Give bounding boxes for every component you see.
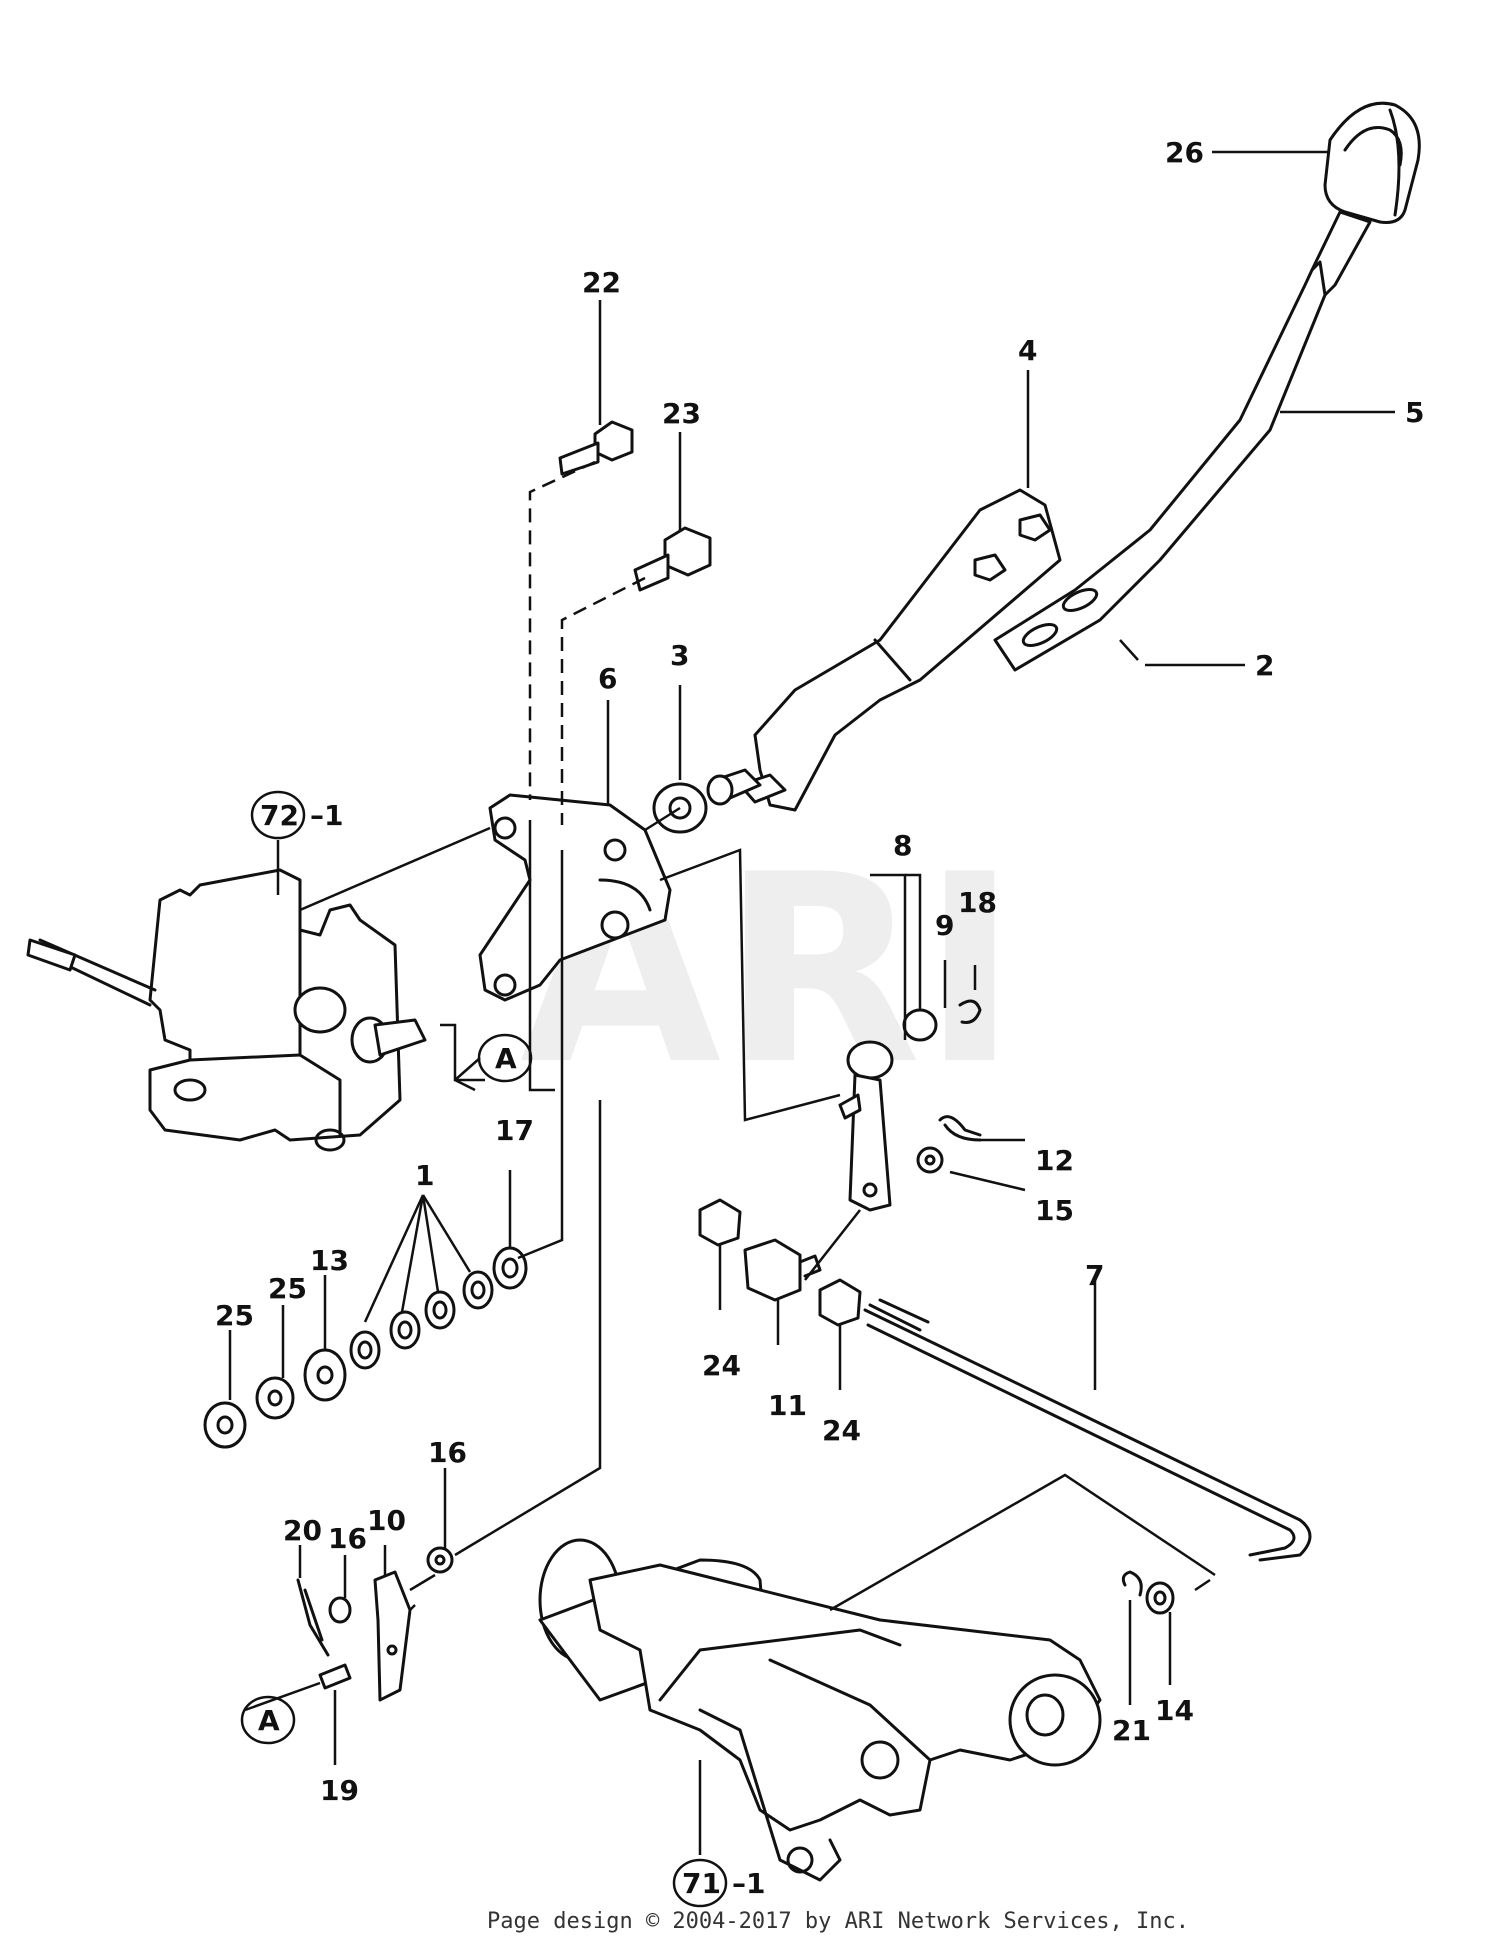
callout-2: 2 <box>1255 649 1274 682</box>
callout-13: 13 <box>310 1244 349 1277</box>
callout-25-left: 25 <box>215 1299 254 1332</box>
callout-26: 26 <box>1165 136 1204 169</box>
hairpin-12-part <box>938 1115 982 1142</box>
bolt-23-part <box>633 526 712 592</box>
callout-23: 23 <box>662 397 701 430</box>
callout-8: 8 <box>893 829 912 862</box>
callout-15: 15 <box>1035 1194 1074 1227</box>
pedal-pad-part <box>1323 101 1421 224</box>
callout-16-lower: 16 <box>328 1522 367 1555</box>
callout-14: 14 <box>1155 1694 1194 1727</box>
callout-12: 12 <box>1035 1144 1074 1177</box>
lower-arm-assembly <box>538 1538 1102 1882</box>
svg-text:A: A <box>495 1042 517 1075</box>
callout-7: 7 <box>1085 1259 1104 1292</box>
washer-13-part <box>303 1348 347 1402</box>
connector-a-upper: A <box>454 1033 533 1083</box>
clip-18-part <box>958 999 982 1024</box>
svg-text:71: 71 <box>682 1867 721 1900</box>
svg-text:A: A <box>258 1704 280 1737</box>
nut-24-lower-part <box>818 1278 862 1327</box>
callout-18: 18 <box>958 886 997 919</box>
block-11-part <box>743 1238 822 1302</box>
pedal-arm-part <box>993 210 1372 672</box>
callout-22: 22 <box>582 266 621 299</box>
callout-6: 6 <box>598 662 617 695</box>
washer-15-part <box>916 1146 944 1174</box>
pin-19-part <box>318 1663 352 1690</box>
plate-6-part <box>478 793 672 1002</box>
callout-4: 4 <box>1018 334 1037 367</box>
callout-24-right: 24 <box>822 1414 861 1447</box>
bolt-22-part <box>558 420 634 476</box>
bracket-arm-part <box>706 488 1099 812</box>
callout-10: 10 <box>367 1504 406 1537</box>
callout-24-left: 24 <box>702 1349 741 1382</box>
svg-text:–1: –1 <box>732 1867 765 1900</box>
washer-17-part <box>492 1246 528 1290</box>
callout-9: 9 <box>935 909 954 942</box>
rod-7-part <box>863 1298 1312 1562</box>
callout-11: 11 <box>768 1389 807 1422</box>
washer-16-upper-part <box>426 1546 454 1574</box>
link-8-part <box>838 1040 894 1212</box>
nut-25-left-part <box>203 1401 247 1449</box>
washer-16-lower-part <box>328 1596 352 1624</box>
transmission-block-assembly <box>26 868 427 1152</box>
svg-text:–1: –1 <box>310 799 343 832</box>
callout-16-upper: 16 <box>428 1436 467 1469</box>
leader-lines <box>228 150 1395 1855</box>
ref-71-label: 71 –1 <box>672 1858 765 1908</box>
nut-24-upper-part <box>698 1198 742 1247</box>
washer-14-part <box>1145 1581 1175 1615</box>
shim-1-set-part <box>349 1270 494 1370</box>
ref-72-label: 72 –1 <box>250 790 343 840</box>
bushing-9-part <box>902 1008 938 1042</box>
svg-text:72: 72 <box>260 799 299 832</box>
callout-21: 21 <box>1112 1714 1151 1747</box>
callout-25-right: 25 <box>268 1272 307 1305</box>
nut-25-right-part <box>255 1376 295 1420</box>
callout-20: 20 <box>283 1514 322 1547</box>
callout-3: 3 <box>670 639 689 672</box>
connector-a-lower: A <box>240 1695 296 1745</box>
callout-19: 19 <box>320 1774 359 1807</box>
clip-21-part <box>1121 1570 1143 1597</box>
callout-17: 17 <box>495 1114 534 1147</box>
plate-10-part <box>373 1570 412 1702</box>
footer-copyright: Page design © 2004-2017 by ARI Network S… <box>487 1909 1189 1934</box>
callout-1: 1 <box>415 1159 434 1192</box>
cotter-20-part <box>296 1578 330 1657</box>
callout-5: 5 <box>1405 396 1424 429</box>
